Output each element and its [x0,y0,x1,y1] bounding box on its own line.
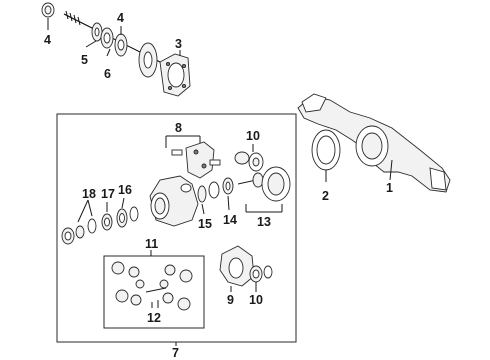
differential-case-part-9 [219,245,255,292]
callout-17: 17 [101,187,115,201]
callout-6: 6 [104,67,111,81]
bearing-part-14 [222,177,234,195]
callout-4-right: 4 [117,11,124,25]
bearing-part-16 [116,206,139,228]
retainer-part-6 [114,33,128,57]
bearing-part-10-bottom [249,265,273,292]
axle-shaft-group [41,2,191,97]
callout-9: 9 [227,293,234,307]
callout-4-top: 4 [44,33,51,47]
callout-10-top: 10 [246,129,260,143]
bearing-part-10-top [234,151,264,172]
ring-pinion-gear-part-13 [237,166,291,213]
side-gear-kit-box [103,255,205,329]
axle-housing-part-1 [297,93,451,193]
callout-15: 15 [198,217,212,231]
bearing-retainer [100,27,114,49]
callout-11: 11 [145,237,158,251]
callout-3: 3 [175,37,182,51]
differential-carrier-housing [149,175,199,227]
spacer-part-15 [197,181,220,203]
callout-2: 2 [322,189,329,203]
callout-16: 16 [118,183,132,197]
callout-1: 1 [386,181,393,195]
callout-7: 7 [172,346,179,360]
companion-flange-part-18 [61,218,97,245]
carrier-case-part-8 [165,135,221,179]
backing-plate [138,42,158,78]
oil-seal-part-17 [101,213,113,231]
callout-18: 18 [82,187,96,201]
callout-10-bottom: 10 [249,293,263,307]
gasket-part-2 [311,129,341,182]
oil-seal-part-4-top [41,2,55,18]
callout-14: 14 [223,213,237,227]
callout-13: 13 [257,215,271,229]
differential-gear-kit-part-11 [111,261,193,311]
callout-5: 5 [81,53,88,67]
pinion-shaft-part-12 [145,287,167,308]
callout-12: 12 [147,311,161,325]
callout-8: 8 [175,121,182,135]
bearing-part-5 [91,22,103,42]
axle-flange-part-3 [159,53,191,97]
